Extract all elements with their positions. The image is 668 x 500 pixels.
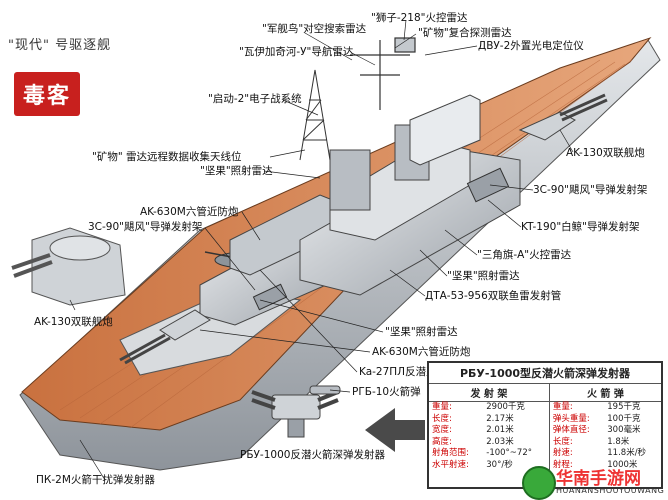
label-dvu2: ДВУ-2外置光电定位仪 [478, 40, 584, 52]
label-frigate-bird-radar: "军舰鸟"对空搜索雷达 [262, 23, 367, 35]
spec-value: 100千克 [607, 413, 641, 424]
spec-row: 高度: 2.03米 长度:1.8米 [429, 436, 661, 448]
spec-value: 195千克 [607, 402, 641, 412]
watermark: 华南手游网 HUANANSHOUYOUWANG [522, 464, 665, 500]
spec-key: 宽度: [432, 425, 452, 435]
spec-row: 水平射速: 30°/秒 射程:1000米 [429, 459, 661, 471]
label-3c90-fwd: 3C-90"飓风"导弹发射架 [533, 184, 648, 196]
spec-value: 300毫米 [607, 425, 641, 435]
spec-key: 重量: [432, 402, 452, 412]
watermark-url: HUANANSHOUYOUWANG [556, 486, 665, 495]
spec-key: 弹头重量: [548, 413, 605, 425]
spec-col-rocket: 火 箭 弹 [548, 384, 661, 402]
spec-key: 射速: [548, 448, 605, 460]
spec-row: 宽度: 2.01米 弹体直径:300毫米 [429, 425, 661, 437]
ship-title: "现代" 号驱逐舰 [8, 38, 112, 53]
spec-row: 长度: 2.17米 弹头重量:100千克 [429, 413, 661, 425]
seal-logo: 毒客 [14, 72, 80, 116]
spec-row: 射角范围: -100°~72° 射速:11.8米/秒 [429, 448, 661, 460]
label-pennant-a: "三角旗-A"火控雷达 [477, 249, 572, 261]
label-nut-radar-1: "坚果"照射雷达 [200, 165, 273, 177]
spec-key: 长度: [548, 436, 605, 448]
label-mineral-antenna: "矿物" 雷达远程数据收集天线位 [92, 151, 242, 163]
label-dta53: ДТА-53-956双联鱼雷发射管 [425, 290, 562, 302]
label-rgb10: PГБ-10火箭弹 [352, 386, 421, 398]
spec-value: 2.17米 [486, 413, 514, 424]
spec-value: 1.8米 [607, 436, 630, 447]
spec-row: 重量:2900千克重量:195千克 [429, 401, 661, 414]
label-start2-ew: "启动-2"电子战系统 [208, 93, 302, 105]
label-nut-radar-2: "坚果"照射雷达 [447, 270, 520, 282]
spec-key: 重量: [548, 401, 605, 414]
label-ak130-fwd: AK-130双联舰炮 [566, 147, 645, 159]
spec-value: 2900千克 [486, 402, 525, 412]
spec-title: PБУ-1000型反潜火箭深弹发射器 [429, 363, 661, 384]
spec-key: 高度: [432, 436, 452, 447]
label-lion-218-radar: "狮子-218"火控雷达 [371, 12, 468, 24]
spec-key: 长度: [432, 413, 452, 424]
watermark-text: 华南手游网 [556, 469, 641, 489]
label-kt190: KT-190"白鲸"导弹发射架 [521, 221, 640, 233]
spec-key: 弹体直径: [548, 425, 605, 437]
spec-value: 11.8米/秒 [607, 448, 647, 458]
label-vaygach-radar: "瓦伊加奇河-У"导航雷达 [239, 46, 354, 58]
label-3c90-aft: 3C-90"飓风"导弹发射架 [88, 221, 203, 233]
spec-col-launcher: 发 射 架 [429, 384, 550, 402]
spec-key: 射程: [548, 459, 605, 471]
label-pk2m: ПК-2M火箭干扰弹发射器 [36, 474, 155, 486]
spec-key: 水平射速: [432, 459, 469, 470]
watermark-logo-icon [522, 466, 556, 500]
spec-grid: 发 射 架 火 箭 弹 重量:2900千克重量:195千克长度:2.17米弹头重… [429, 384, 661, 471]
label-mineral-radar: "矿物"复合探测雷达 [418, 27, 512, 39]
spec-value: 2.01米 [486, 425, 514, 435]
spec-value: 30°/秒 [486, 459, 513, 470]
spec-key: 射角范围: [432, 448, 469, 458]
spec-value: -100°~72° [486, 448, 532, 458]
spec-value: 1000米 [607, 459, 638, 470]
label-nut-radar-3: "坚果"照射雷达 [385, 326, 458, 338]
label-rbu1000: PБУ-1000反潜火箭深弹发射器 [240, 449, 385, 461]
label-ak130-aft: AK-130双联舰炮 [34, 316, 113, 328]
spec-value: 2.03米 [486, 436, 514, 447]
ak130-detail [11, 227, 126, 306]
label-ak630-1: AK-630M六管近防炮 [140, 206, 239, 218]
label-ak630-2: AK-630M六管近防炮 [372, 346, 471, 358]
